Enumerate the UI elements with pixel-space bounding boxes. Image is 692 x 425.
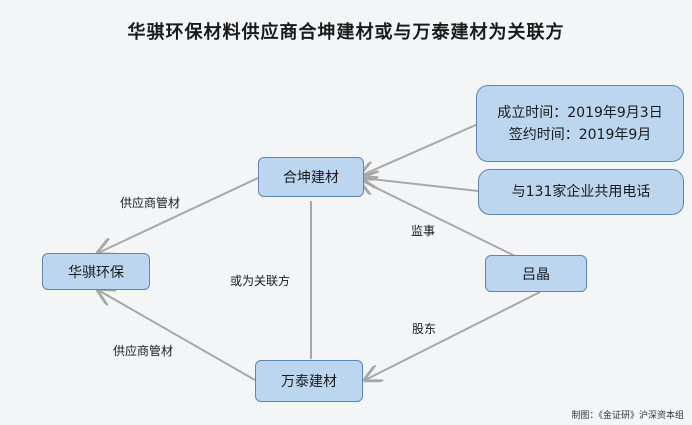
- edge-lvjing-to-hekun: [360, 180, 516, 257]
- node-hekun: 合坤建材: [258, 157, 364, 197]
- node-wantai: 万泰建材: [255, 360, 363, 402]
- edge-dates-to-hekun: [360, 123, 479, 176]
- edge-lvjing-to-wantai: [365, 291, 541, 380]
- diagram-title: 华骐环保材料供应商合坤建材或与万泰建材为关联方: [127, 22, 565, 43]
- callout-dates: 成立时间：2019年9月3日 签约时间：2019年9月: [476, 85, 684, 162]
- callout-phone: 与131家企业共用电话: [478, 169, 684, 215]
- label-lvjing-to-wantai: 股东: [412, 322, 437, 336]
- label-hekun-to-huaqi: 供应商管材: [120, 196, 181, 210]
- label-wantai-to-huaqi: 供应商管材: [113, 344, 174, 358]
- label-lvjing-to-hekun: 监事: [411, 224, 436, 238]
- label-hekun-wantai: 或为关联方: [230, 274, 291, 288]
- edge-phone-to-hekun: [362, 178, 479, 192]
- node-huaqi: 华骐环保: [42, 253, 150, 290]
- credit-note: 制图：《金证研》沪深资本组: [571, 411, 684, 421]
- node-lvjing: 吕晶: [485, 255, 587, 292]
- edge-wantai-to-huaqi: [98, 290, 256, 381]
- founded-date: 成立时间：2019年9月3日: [497, 104, 663, 121]
- edge-hekun-to-huaqi: [98, 177, 259, 253]
- signed-date: 签约时间：2019年9月: [508, 126, 652, 143]
